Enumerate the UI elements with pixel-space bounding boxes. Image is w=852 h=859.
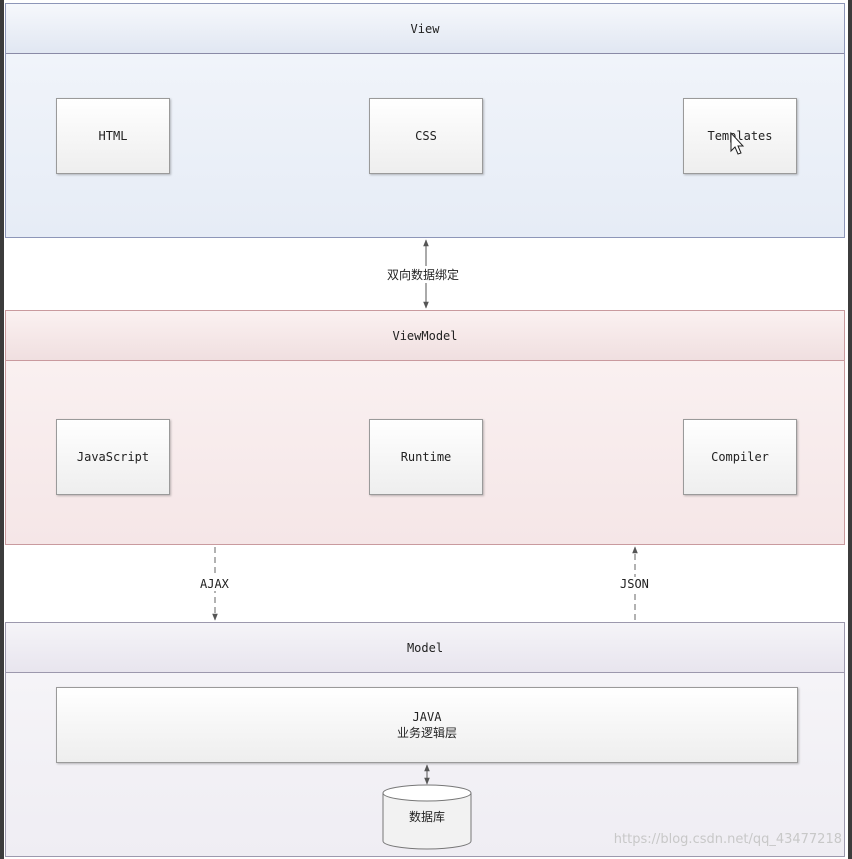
database-label: 数据库 xyxy=(408,810,445,824)
view-layer-title: View xyxy=(6,4,844,54)
binding-label: 双向数据绑定 xyxy=(387,266,460,283)
javascript-node: JavaScript xyxy=(56,419,170,495)
model-layer-title: Model xyxy=(6,623,844,673)
cursor-icon xyxy=(730,131,745,155)
html-node: HTML xyxy=(56,98,170,174)
json-label: JSON xyxy=(620,577,649,591)
templates-node: Templates xyxy=(683,98,797,174)
viewmodel-layer-title: ViewModel xyxy=(6,311,844,361)
compiler-node: Compiler xyxy=(683,419,797,495)
css-node: CSS xyxy=(369,98,483,174)
business-logic-node: JAVA 业务逻辑层 xyxy=(56,687,798,763)
database-cylinder xyxy=(382,784,472,850)
business-logic-line1: JAVA xyxy=(412,710,442,724)
window-edge-right xyxy=(848,0,852,859)
business-logic-line2: 业务逻辑层 xyxy=(396,726,457,740)
ajax-label: AJAX xyxy=(200,577,229,591)
window-edge-left xyxy=(0,0,4,859)
runtime-node: Runtime xyxy=(369,419,483,495)
watermark: https://blog.csdn.net/qq_43477218 xyxy=(613,832,842,847)
